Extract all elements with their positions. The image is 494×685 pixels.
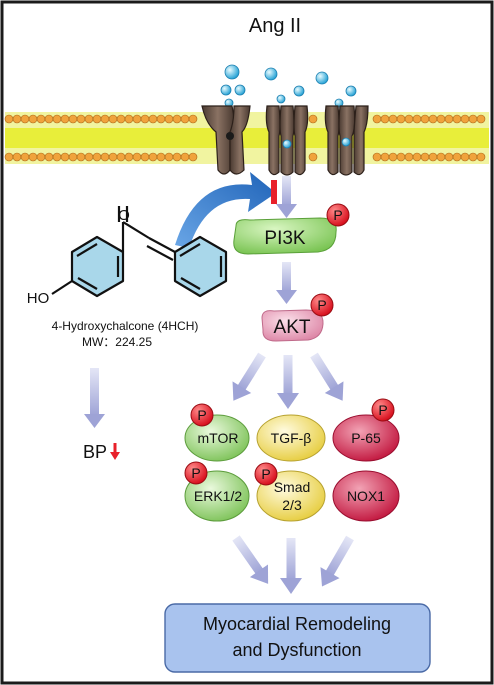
phospho-marker-erk: P — [184, 461, 208, 485]
phospho-marker-akt: P — [310, 293, 334, 317]
hydroxyl-label: HO — [27, 290, 50, 307]
tgfb-node — [256, 414, 326, 462]
erk-node — [184, 470, 250, 522]
mtor-node — [184, 414, 250, 462]
smad-label-line2: 2/3 — [282, 497, 302, 513]
arrows-akt-to-targets — [232, 352, 344, 409]
arrow-membrane-to-pi3k — [276, 176, 297, 218]
phospho-marker-pi3k: P — [326, 203, 350, 227]
inhibition-curved-arrow — [175, 172, 276, 248]
svg-text:P: P — [317, 297, 326, 313]
inhibition-bar — [271, 180, 277, 204]
nox1-node — [332, 470, 400, 522]
phospho-marker-mtor: P — [190, 403, 214, 427]
cell-membrane — [4, 112, 489, 164]
akt-label: AKT — [274, 317, 311, 338]
stimulus-label: Ang II — [249, 15, 301, 37]
svg-text:P: P — [333, 207, 342, 223]
svg-text:P: P — [191, 465, 200, 481]
bp-label: BP — [83, 442, 107, 462]
svg-text:P: P — [378, 402, 387, 418]
p65-node — [332, 414, 400, 462]
outcome-box — [164, 603, 431, 673]
phospho-marker-p65: P — [371, 398, 395, 422]
phospho-marker-smad: P — [254, 462, 278, 486]
nox1-label: NOX1 — [347, 488, 385, 504]
compound-mw: MW：224.25 — [82, 335, 152, 349]
pi3k-label: PI3K — [264, 228, 306, 249]
tgfb-label: TGF-β — [271, 430, 312, 446]
carbonyl-oxygen-label: O — [118, 207, 130, 224]
mtor-label: mTOR — [198, 430, 239, 446]
ang-ii-bubbles — [220, 64, 357, 108]
arrow-compound-to-bp — [84, 368, 105, 428]
outcome-line2: and Dysfunction — [232, 640, 361, 660]
arrows-targets-to-outcome — [232, 535, 354, 594]
p65-label: P-65 — [351, 430, 381, 446]
receptor-channels — [201, 105, 369, 176]
smad-label-line1: Smad — [274, 479, 311, 495]
svg-text:P: P — [197, 407, 206, 423]
pi3k-node — [233, 217, 337, 255]
akt-node — [261, 309, 324, 342]
chalcone-structure — [51, 206, 228, 298]
svg-text:P: P — [261, 466, 270, 482]
outcome-line1: Myocardial Remodeling — [203, 614, 391, 634]
erk-label: ERK1/2 — [194, 488, 242, 504]
bp-decrease-arrow-icon — [110, 443, 120, 460]
arrow-pi3k-to-akt — [276, 262, 297, 304]
smad-node — [256, 470, 326, 522]
compound-name: 4-Hydroxychalcone (4HCH) — [52, 319, 199, 333]
